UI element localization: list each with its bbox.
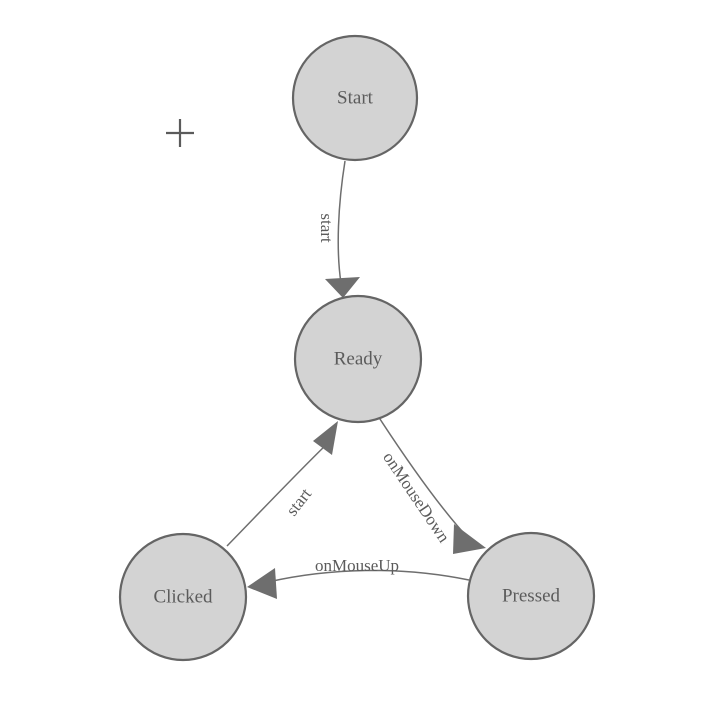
edge-label-start-to-ready: start (317, 213, 336, 243)
state-node-ready-circle[interactable] (293, 294, 423, 424)
edge-label-clicked-to-ready: start (282, 484, 315, 519)
state-node-start[interactable]: Start (291, 34, 419, 162)
state-node-pressed[interactable]: Pressed (466, 531, 596, 661)
state-node-clicked-circle[interactable] (118, 532, 248, 662)
edge-label-ready-to-pressed: onMouseDown (379, 448, 454, 546)
plus-marker-icon (166, 119, 194, 147)
edge-pressed-to-clicked-arrowhead (247, 568, 277, 599)
edge-ready-to-pressed-path (377, 415, 471, 541)
edge-clicked-to-ready-arrowhead (313, 421, 338, 455)
edge-ready-to-pressed-arrowhead (453, 524, 486, 554)
edge-clicked-to-ready[interactable] (226, 421, 338, 547)
edge-pressed-to-clicked[interactable] (247, 568, 470, 599)
edge-start-to-ready-path (337, 160, 346, 284)
edge-clicked-to-ready-path (226, 441, 330, 547)
state-node-start-circle[interactable] (291, 34, 419, 162)
edge-start-to-ready-arrowhead (325, 277, 360, 298)
edge-ready-to-pressed[interactable] (377, 415, 486, 554)
state-node-pressed-circle[interactable] (466, 531, 596, 661)
state-node-ready[interactable]: Ready (293, 294, 423, 424)
edge-pressed-to-clicked-path (267, 569, 470, 583)
state-node-clicked[interactable]: Clicked (118, 532, 248, 662)
edge-start-to-ready[interactable] (325, 160, 360, 298)
